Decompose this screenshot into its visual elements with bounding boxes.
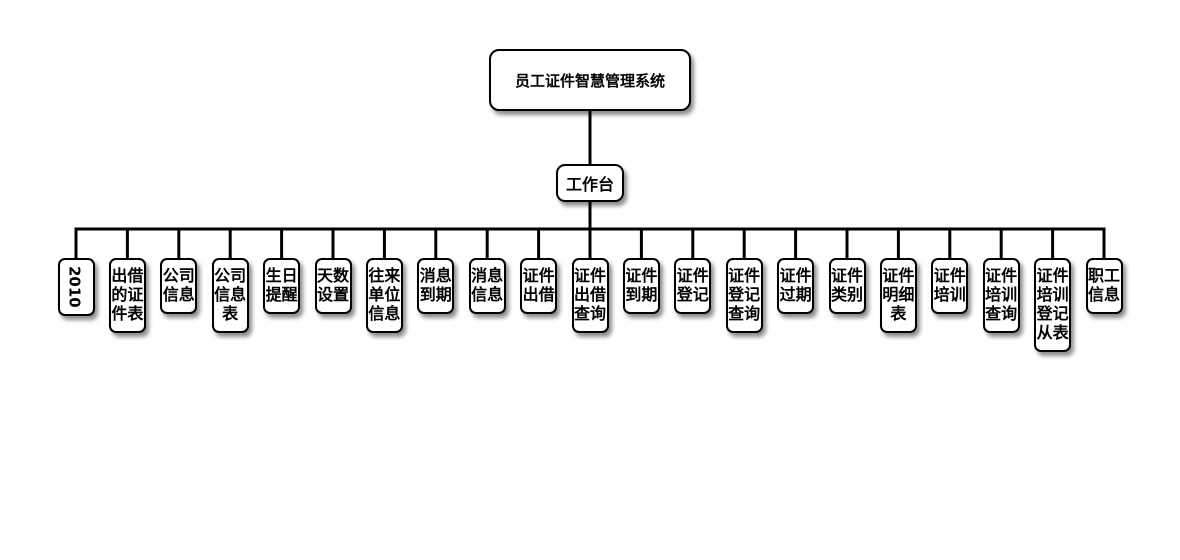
leaf-node: 证件明细表 — [879, 258, 917, 333]
leaf-label: 生日提醒 — [265, 266, 298, 304]
leaf-label: 证件明细表 — [882, 266, 915, 323]
leaf-node: 消息信息 — [468, 258, 506, 314]
leaf-label: 往来单位信息 — [368, 266, 401, 323]
leaf-node: 证件登记查询 — [725, 258, 763, 333]
leaf-label: 证件出借 — [522, 266, 555, 304]
leaf-node: 职工信息 — [1085, 258, 1123, 314]
leaf-node: 天数设置 — [314, 258, 352, 314]
leaf-label: 证件类别 — [830, 266, 863, 304]
leaf-label: 2010 — [65, 266, 84, 308]
leaf-label: 公司信息 — [162, 266, 195, 304]
leaf-label: 证件到期 — [625, 266, 658, 304]
hub-node: 工作台 — [556, 164, 624, 202]
leaf-node: 证件培训登记从表 — [1034, 258, 1072, 352]
leaf-label: 证件培训 — [933, 266, 966, 304]
leaf-label: 天数设置 — [316, 266, 349, 304]
leaf-label: 证件培训查询 — [985, 266, 1018, 323]
leaf-label: 出借的证件表 — [111, 266, 144, 323]
leaf-node: 证件类别 — [828, 258, 866, 314]
leaf-label: 证件过期 — [779, 266, 812, 304]
leaf-node: 证件到期 — [622, 258, 660, 314]
leaf-node: 证件培训查询 — [982, 258, 1020, 333]
leaf-label: 证件登记查询 — [728, 266, 761, 323]
leaf-node: 证件登记 — [674, 258, 712, 314]
leaf-label: 证件培训登记从表 — [1036, 266, 1069, 342]
leaf-label: 证件出借查询 — [573, 266, 606, 323]
leaf-label: 消息到期 — [419, 266, 452, 304]
root-label: 员工证件智慧管理系统 — [514, 71, 665, 90]
leaf-node: 2010 — [57, 258, 95, 316]
leaf-node: 公司信息表 — [211, 258, 249, 333]
leaf-node: 证件出借 — [520, 258, 558, 314]
leaf-label: 职工信息 — [1087, 266, 1120, 304]
leaf-node: 证件出借查询 — [571, 258, 609, 333]
leaf-node: 证件培训 — [931, 258, 969, 314]
hub-label: 工作台 — [565, 175, 614, 194]
leaf-node: 公司信息 — [160, 258, 198, 314]
leaf-node: 证件过期 — [777, 258, 815, 314]
leaf-node: 消息到期 — [417, 258, 455, 314]
leaf-node: 出借的证件表 — [108, 258, 146, 333]
leaf-label: 消息信息 — [471, 266, 504, 304]
leaf-node: 生日提醒 — [263, 258, 301, 314]
leaf-node: 往来单位信息 — [365, 258, 403, 333]
leaf-label: 公司信息表 — [214, 266, 247, 323]
root-node: 员工证件智慧管理系统 — [489, 49, 691, 111]
leaf-label: 证件登记 — [676, 266, 709, 304]
